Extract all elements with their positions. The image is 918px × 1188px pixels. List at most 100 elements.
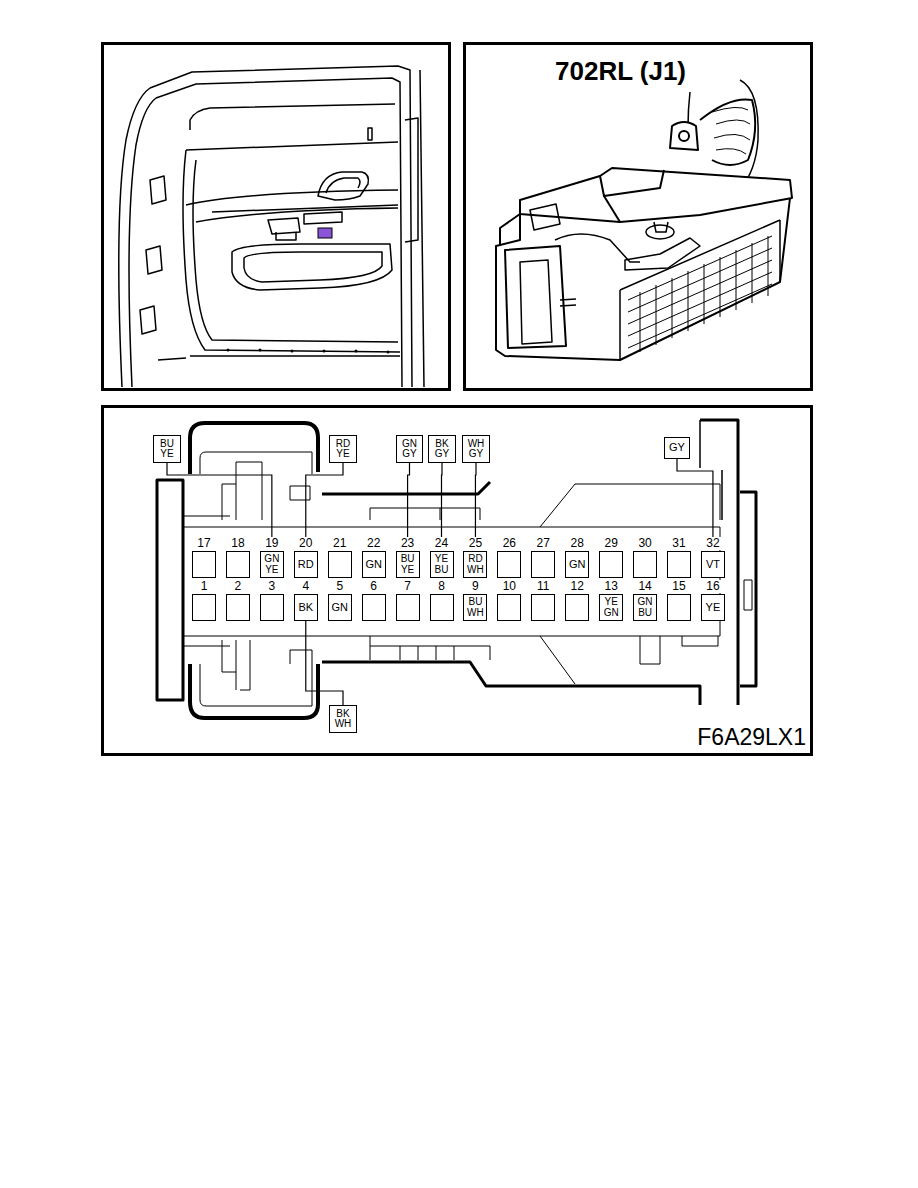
connector-pin: 10 bbox=[497, 580, 521, 621]
pin-number: 8 bbox=[432, 580, 452, 593]
pin-cavity bbox=[396, 594, 420, 621]
wire-color-callout: BU YE bbox=[153, 435, 181, 463]
wire-color-code: BK WH bbox=[330, 709, 356, 730]
pin-number: 3 bbox=[262, 580, 282, 593]
pin-cavity bbox=[362, 594, 386, 621]
pin-cavity bbox=[192, 594, 216, 621]
pin-number: 24 bbox=[432, 537, 452, 550]
pin-number: 10 bbox=[499, 580, 519, 593]
pin-cavity bbox=[226, 594, 250, 621]
connector-pin: 3 bbox=[260, 580, 284, 621]
wire-color-code: BK GY bbox=[429, 439, 455, 460]
connector-pin: 26 bbox=[497, 537, 521, 578]
pin-number: 5 bbox=[330, 580, 350, 593]
wire-color-code: GN YE bbox=[261, 554, 283, 575]
wire-color-code: RD YE bbox=[330, 439, 356, 460]
wire-color-code: BU YE bbox=[397, 554, 419, 575]
connector-pin: 11 bbox=[531, 580, 555, 621]
wire-leader bbox=[475, 463, 477, 537]
pin-cavity bbox=[328, 551, 352, 578]
connector-pin: 27 bbox=[531, 537, 555, 578]
connector-pin: 24YE BU bbox=[430, 537, 454, 578]
pin-number: 21 bbox=[330, 537, 350, 550]
pin-cavity bbox=[497, 551, 521, 578]
pin-cavity: RD WH bbox=[463, 551, 487, 578]
pin-number: 17 bbox=[194, 537, 214, 550]
connector-highlight bbox=[318, 228, 332, 238]
wire-color-callout: GY bbox=[664, 437, 690, 459]
pin-number: 1 bbox=[194, 580, 214, 593]
wire-color-code: VT bbox=[706, 559, 720, 571]
pin-cavity: YE bbox=[701, 594, 725, 621]
connector-pin: 23 BU YE bbox=[396, 537, 420, 578]
connector-pin: 6 bbox=[362, 580, 386, 621]
pin-cavity bbox=[430, 594, 454, 621]
connector-pin: 30 bbox=[633, 537, 657, 578]
connector-pin: 5GN bbox=[328, 580, 352, 621]
wire-color-callout: WH GY bbox=[462, 435, 490, 463]
pin-cavity bbox=[531, 594, 555, 621]
connector-pin: 13YE GN bbox=[599, 580, 623, 621]
wire-color-code: GN bbox=[365, 559, 382, 571]
wire-color-callout: BK GY bbox=[428, 435, 456, 463]
connector-pin: 28GN bbox=[565, 537, 589, 578]
wire-color-code: YE GN bbox=[600, 597, 622, 618]
pin-number: 22 bbox=[364, 537, 384, 550]
connector-pin: 14GN BU bbox=[633, 580, 657, 621]
connector-pin: 1 bbox=[192, 580, 216, 621]
pin-number: 25 bbox=[465, 537, 485, 550]
connector-pin: 18 bbox=[226, 537, 250, 578]
pin-number: 9 bbox=[465, 580, 485, 593]
connector-pin: 29 bbox=[599, 537, 623, 578]
pin-number: 2 bbox=[228, 580, 248, 593]
pin-number: 4 bbox=[296, 580, 316, 593]
pin-number: 32 bbox=[703, 537, 723, 550]
pin-number: 29 bbox=[601, 537, 621, 550]
connector-pin: 16YE bbox=[701, 580, 725, 621]
pin-number: 30 bbox=[635, 537, 655, 550]
wire-color-code: GN GY bbox=[397, 439, 422, 460]
pin-cavity: YE GN bbox=[599, 594, 623, 621]
pin-cavity bbox=[260, 594, 284, 621]
connector-housing bbox=[157, 420, 756, 718]
connector-pin: 9 BU WH bbox=[463, 580, 487, 621]
pin-cavity bbox=[667, 594, 691, 621]
connector-pin: 19GN YE bbox=[260, 537, 284, 578]
connector-pin: 25 RD WH bbox=[463, 537, 487, 578]
wire-color-callout: BK WH bbox=[329, 705, 357, 733]
connector-pin: 32VT bbox=[701, 537, 725, 578]
wire-leader bbox=[408, 463, 410, 537]
pin-cavity bbox=[633, 551, 657, 578]
wire-leader bbox=[167, 463, 272, 537]
pin-number: 23 bbox=[398, 537, 418, 550]
connector-pin: 4BK bbox=[294, 580, 318, 621]
wire-color-code: BU YE bbox=[154, 439, 180, 460]
wire-color-callout: RD YE bbox=[329, 435, 357, 463]
pin-cavity: BU WH bbox=[463, 594, 487, 621]
pin-cavity: GN bbox=[362, 551, 386, 578]
wire-color-code: RD WH bbox=[464, 554, 486, 575]
pin-cavity: YE BU bbox=[430, 551, 454, 578]
wire-color-code: BU WH bbox=[464, 597, 486, 618]
pin-cavity bbox=[667, 551, 691, 578]
door-illustration bbox=[119, 66, 424, 387]
pin-cavity bbox=[599, 551, 623, 578]
wire-color-code: GN BU bbox=[634, 597, 656, 618]
pin-number: 26 bbox=[499, 537, 519, 550]
panel-frame bbox=[103, 44, 450, 390]
wire-color-code: GN bbox=[331, 602, 348, 614]
wire-leader bbox=[677, 459, 713, 537]
pin-number: 18 bbox=[228, 537, 248, 550]
pin-cavity: VT bbox=[701, 551, 725, 578]
wire-leader bbox=[306, 621, 343, 705]
connector-pin: 31 bbox=[667, 537, 691, 578]
pin-cavity: BK bbox=[294, 594, 318, 621]
pin-number: 6 bbox=[364, 580, 384, 593]
figure-code: F6A29LX1 bbox=[697, 726, 806, 749]
pin-number: 28 bbox=[567, 537, 587, 550]
connector-pin: 15 bbox=[667, 580, 691, 621]
wire-color-code: BK bbox=[298, 602, 313, 614]
pin-number: 20 bbox=[296, 537, 316, 550]
pin-number: 27 bbox=[533, 537, 553, 550]
